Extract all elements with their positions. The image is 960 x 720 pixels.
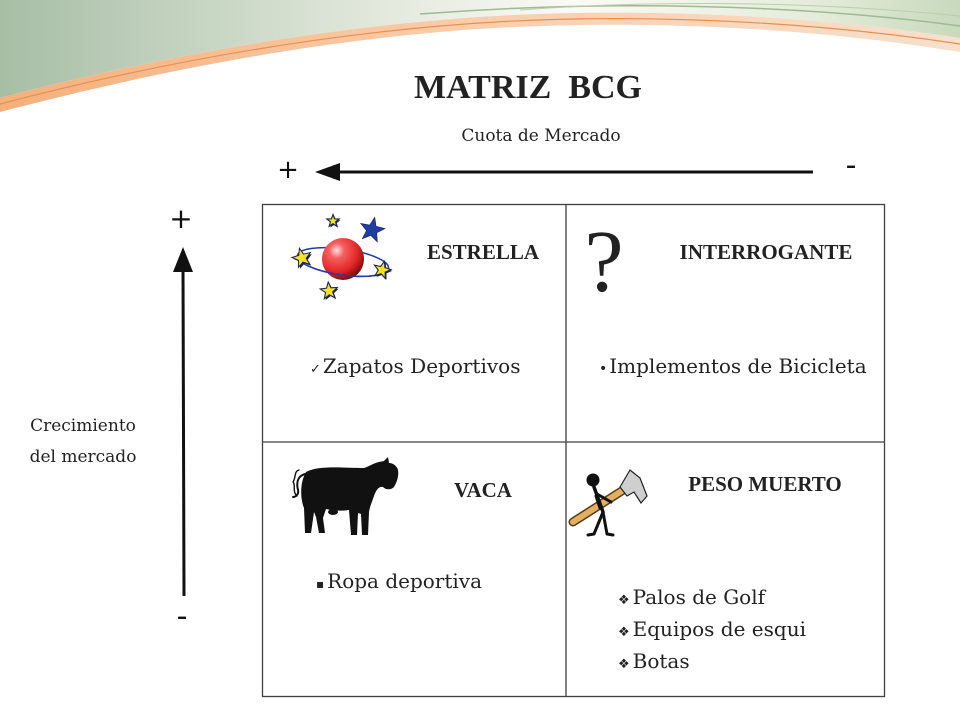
red-sphere [322, 238, 364, 280]
list-item-text: Equipos de esqui [632, 617, 806, 641]
hammer-man-icon [568, 469, 648, 537]
list-item: ✓ Zapatos Deportivos [310, 354, 520, 378]
yellow-star-icon [372, 259, 393, 279]
decoration-line [419, 5, 960, 27]
list-item: ❖ Palos de Golf [618, 583, 806, 615]
quadrant-label-estrella: ESTRELLA [426, 240, 540, 264]
cow-tail-curl [292, 469, 300, 497]
question-mark-icon: ? [584, 214, 624, 311]
list-item-text: Zapatos Deportivos [322, 354, 521, 378]
square-bullet-icon: ▪ [316, 577, 325, 591]
figure-head [586, 473, 600, 487]
check-bullet-icon: ✓ [310, 362, 321, 377]
list-item-text: Palos de Golf [632, 585, 766, 609]
list-item: ▪ Ropa deportiva [316, 569, 482, 593]
quadrant-label-vaca: VACA [454, 478, 512, 502]
decoration-fill [0, 0, 960, 98]
quadrant-label-interrogante: INTERROGANTE [679, 240, 853, 264]
cow-body [301, 457, 399, 535]
blue-star-icon [358, 215, 387, 243]
diamond-bullet-icon: ❖ [618, 625, 630, 640]
market-growth-high-sign: + [169, 202, 193, 235]
slide-title: MATRIZ BCG [414, 69, 642, 106]
market-growth-label-line: del mercado [29, 447, 137, 467]
market-share-label: Cuota de Mercado [461, 126, 621, 146]
cow-icon [292, 457, 399, 535]
star-ball-icon [290, 215, 394, 301]
market-growth-label-line: Crecimiento [30, 416, 136, 436]
market-share-arrow [315, 163, 813, 181]
diamond-bullet-icon: ❖ [618, 593, 630, 608]
market-share-low-sign: - [845, 148, 857, 183]
list-item-text: Implementos de Bicicleta [609, 354, 867, 378]
market-growth-arrow [173, 247, 193, 597]
decoration-line [0, 18, 960, 105]
decoration-band [0, 12, 960, 112]
list-item-text: Botas [632, 649, 690, 673]
list-item: ❖ Botas [618, 647, 806, 679]
figure-arms [594, 492, 613, 510]
market-growth-low-sign: - [176, 599, 188, 634]
matrix-grid [261, 203, 886, 698]
diamond-bullet-icon: ❖ [618, 657, 630, 672]
hammer-head [619, 469, 648, 505]
list-item: • Implementos de Bicicleta [599, 354, 867, 378]
arrow-head [173, 247, 193, 272]
market-growth-label: Crecimiento del mercado [18, 411, 148, 473]
market-share-high-sign: + [277, 155, 299, 185]
matrix-frame [261, 203, 886, 698]
list-item-text: Ropa deportiva [327, 569, 483, 593]
peso-muerto-list: ❖ Palos de Golf ❖ Equipos de esqui ❖ Bot… [618, 583, 806, 679]
decoration-line [519, 2, 960, 17]
quadrant-label-peso-muerto: PESO MUERTO [688, 472, 842, 496]
arrow-shaft [181, 267, 186, 597]
list-item: ❖ Equipos de esqui [618, 615, 806, 647]
top-decoration [0, 0, 960, 112]
cow-tail [292, 473, 306, 498]
cow-udder [328, 509, 338, 515]
arrow-head [315, 163, 340, 181]
dot-bullet-icon: • [599, 361, 608, 377]
figure-legs [586, 510, 615, 537]
